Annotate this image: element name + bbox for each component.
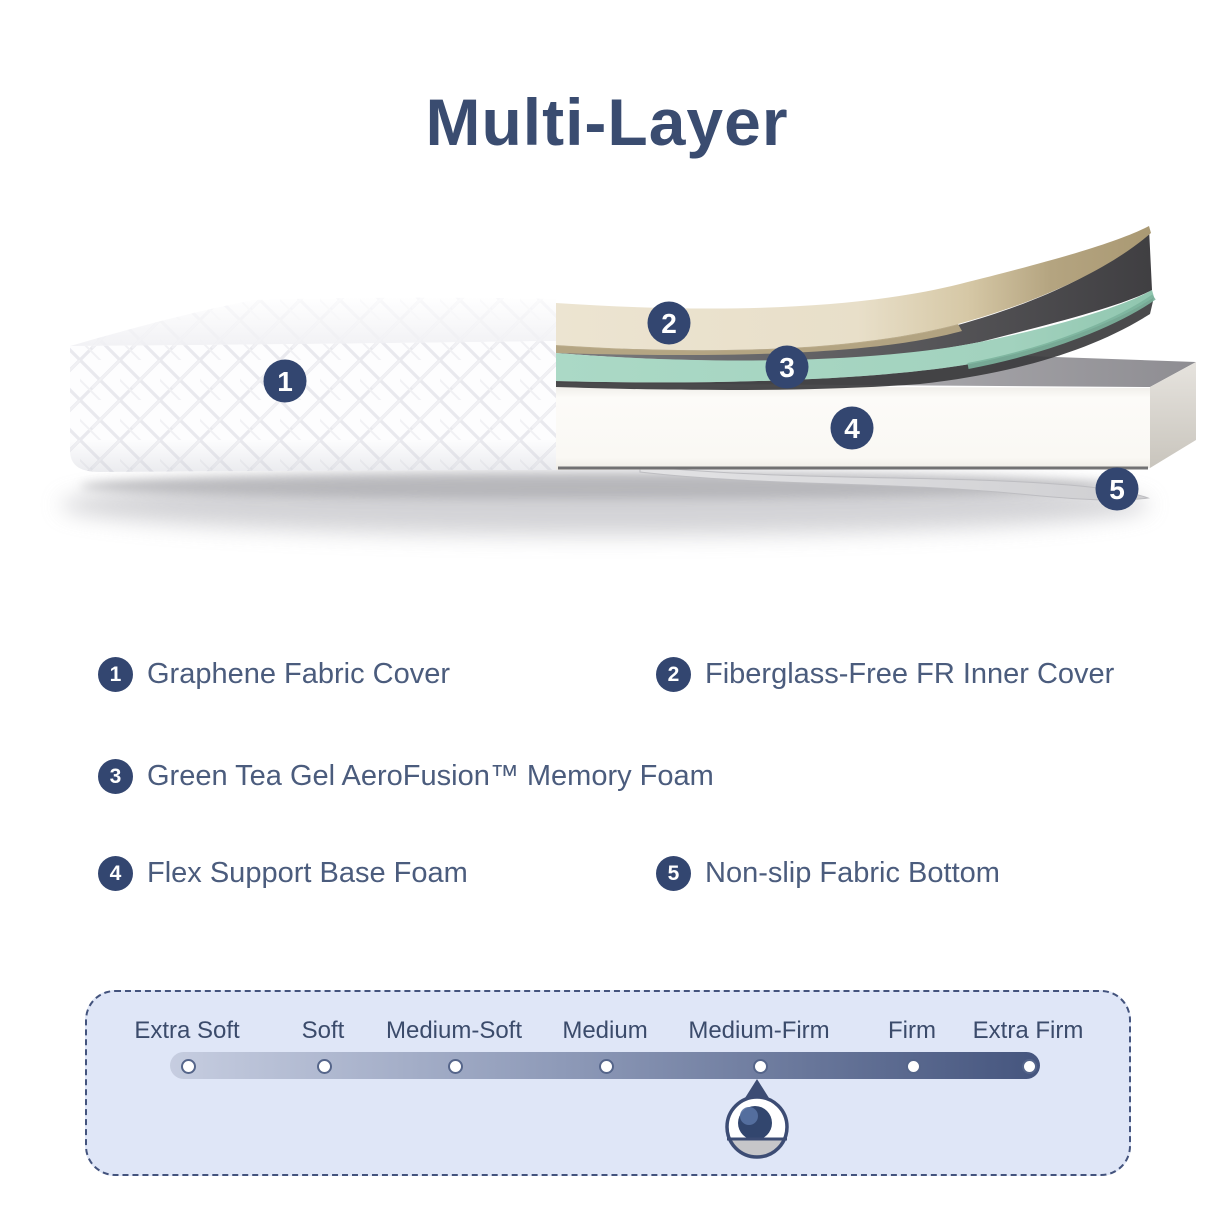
layer-2-front-edge [556, 324, 962, 356]
diagram-badge-1: 1 [263, 359, 307, 403]
layer-3-memory-foam [556, 290, 1154, 383]
firmness-label-firm: Firm [888, 1017, 936, 1044]
page-title: Multi-Layer [425, 85, 789, 159]
legend-item-1: 1 Graphene Fabric Cover [98, 657, 450, 692]
scale-dot-firm [906, 1059, 921, 1074]
svg-text:5: 5 [1109, 474, 1125, 505]
layer-1-cover-front-face [70, 341, 556, 472]
legend-label-1: Graphene Fabric Cover [147, 658, 451, 690]
scale-dot-extra-firm [1022, 1059, 1037, 1074]
legend-badge-4: 4 [98, 856, 133, 891]
layer-3-edge [967, 294, 1156, 369]
legend-label-4: Flex Support Base Foam [147, 857, 468, 889]
legend-badge-1: 1 [98, 657, 133, 692]
svg-text:4: 4 [844, 413, 860, 444]
firmness-label-medium-firm: Medium-Firm [688, 1017, 830, 1044]
layer-2-fr-cover [556, 226, 1151, 351]
legend-item-2: 2 Fiberglass-Free FR Inner Cover [656, 657, 1114, 692]
svg-text:3: 3 [779, 352, 795, 383]
firmness-label-soft: Soft [301, 1017, 345, 1044]
legend-label-3: Green Tea Gel AeroFusion™ Memory Foam [147, 760, 714, 792]
scale-dot-extra-soft [181, 1059, 196, 1074]
scale-dot-medium-firm [753, 1059, 768, 1074]
legend-badge-5: 5 [656, 856, 691, 891]
layer-1-top-texture [70, 297, 556, 346]
diagram-badge-5: 5 [1095, 467, 1139, 511]
shadow-wedge [556, 228, 1152, 361]
firmness-label-medium-soft: Medium-Soft [385, 1017, 523, 1044]
marker-ball-highlight [740, 1107, 758, 1125]
legend-item-5: 5 Non-slip Fabric Bottom [656, 856, 1000, 891]
marker-pointer-triangle [745, 1079, 769, 1098]
legend-item-3: 3 Green Tea Gel AeroFusion™ Memory Foam [98, 759, 714, 794]
legend-label-5: Non-slip Fabric Bottom [705, 857, 1000, 889]
firmness-label-extra-soft: Extra Soft [134, 1017, 240, 1044]
firmness-label-extra-firm: Extra Firm [972, 1017, 1084, 1044]
legend-item-4: 4 Flex Support Base Foam [98, 856, 468, 891]
firmness-label-medium: Medium [562, 1017, 648, 1044]
legend-badge-3: 3 [98, 759, 133, 794]
firmness-panel: Extra Soft Soft Medium-Soft Medium Mediu… [85, 990, 1131, 1176]
svg-text:2: 2 [661, 308, 677, 339]
legend-label-2: Fiberglass-Free FR Inner Cover [705, 658, 1115, 690]
scale-dot-medium [599, 1059, 614, 1074]
scale-dot-soft [317, 1059, 332, 1074]
layer-4-side-face [1150, 362, 1196, 468]
marker-circle-outline [725, 1095, 789, 1159]
diagram-badge-2: 2 [647, 301, 691, 345]
diagram-badge-4: 4 [830, 406, 874, 450]
mattress-illustration: 1 2 3 4 5 [60, 226, 1196, 535]
legend-badge-2: 2 [656, 657, 691, 692]
diagram-badge-3: 3 [765, 345, 809, 389]
scale-dot-medium-soft [448, 1059, 463, 1074]
layer-5-nonslip-fabric [639, 465, 1150, 501]
firmness-marker-icon [725, 1079, 789, 1159]
firmness-scale-bar [170, 1052, 1040, 1079]
svg-text:1: 1 [277, 366, 293, 397]
shadow-under-green [556, 297, 1154, 390]
